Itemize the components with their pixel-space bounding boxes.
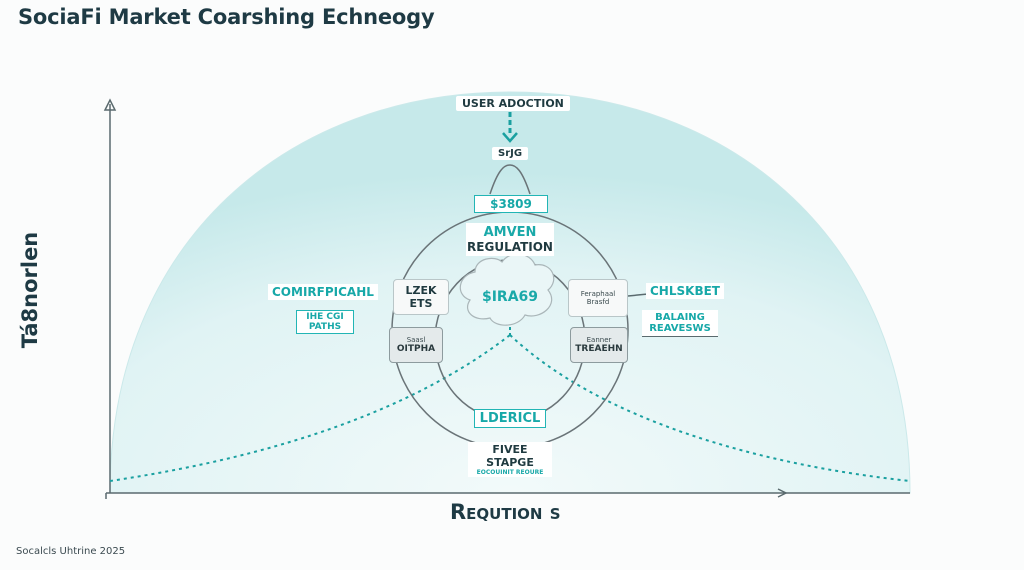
left-lower-box-line-2: OITPHA bbox=[396, 344, 436, 354]
center-title-teal: AMVEN bbox=[483, 225, 537, 240]
left-teal-sub-2: PATHS bbox=[308, 322, 342, 332]
right-teal-sub-2: REAVESWS bbox=[649, 323, 711, 334]
cloud-shape bbox=[459, 253, 555, 326]
left-upper-box: LZEK ETS bbox=[393, 279, 449, 315]
right-teal-title: CHLSKBET bbox=[646, 283, 724, 299]
left-lower-box-line-1: Saasl bbox=[406, 336, 426, 344]
right-teal-sub: BALAING REAVESWS bbox=[642, 310, 718, 337]
y-axis-label: Tá8norlen bbox=[18, 231, 42, 349]
right-adoption-curve bbox=[509, 334, 911, 482]
bottom-label: FIVEE STAPGE bbox=[486, 443, 534, 469]
top-arrow-head bbox=[502, 132, 518, 143]
center-title: REGULATION bbox=[467, 240, 553, 254]
x-axis-arrow bbox=[777, 488, 788, 498]
top-sub-label: SrJG bbox=[492, 147, 529, 160]
center-title-block: AMVEN REGULATION bbox=[466, 223, 554, 256]
left-upper-box-label: LZEK ETS bbox=[405, 284, 437, 310]
left-adoption-curve bbox=[109, 334, 511, 482]
right-upper-box-line-2: Brasfd bbox=[586, 298, 610, 306]
left-teal-sub-1: IHE CGI bbox=[306, 312, 344, 322]
right-lower-box: Eanner TREAEHN bbox=[570, 327, 628, 363]
right-teal-sub-1: BALAING bbox=[655, 312, 705, 323]
x-axis-label: Reqution s bbox=[450, 500, 561, 524]
right-lower-box-line-2: TREAEHN bbox=[575, 344, 623, 354]
bottom-teal-box: LDERICL bbox=[474, 409, 546, 428]
right-lower-box-line-1: Eanner bbox=[586, 336, 612, 344]
bottom-label-block: FIVEE STAPGE EOCOUINIT REOURE bbox=[468, 442, 552, 477]
bottom-sub-label: EOCOUINIT REOURE bbox=[476, 469, 544, 476]
y-axis-arrow bbox=[103, 98, 117, 111]
small-bell-curve bbox=[489, 164, 531, 195]
footer-text: Socalcls Uhtrine 2025 bbox=[16, 546, 126, 557]
upper-teal-box: $3809 bbox=[474, 195, 548, 213]
right-upper-box-line-1: Feraphaal bbox=[580, 290, 616, 298]
left-teal-title: COMIRFPICAHL bbox=[268, 284, 378, 300]
page-title: SociaFi Market Coarshing Echneogy bbox=[18, 5, 435, 29]
cloud-label: $IRA69 bbox=[481, 289, 539, 305]
right-upper-box: Feraphaal Brasfd bbox=[568, 279, 628, 317]
left-teal-sub: IHE CGI PATHS bbox=[296, 310, 354, 334]
left-lower-box: Saasl OITPHA bbox=[389, 327, 443, 363]
user-adoption-label: USER ADOCTION bbox=[456, 96, 570, 111]
